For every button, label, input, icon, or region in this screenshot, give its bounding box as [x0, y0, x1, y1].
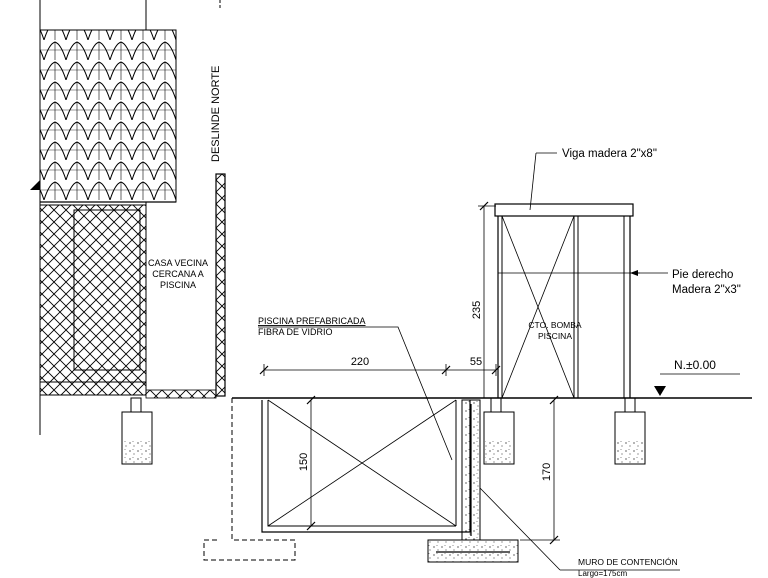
dimension-150: 150	[298, 395, 316, 531]
neighbour-house: CASA VECINA CERCANA A PISCINA	[30, 0, 217, 435]
boundary-wall: DESLINDE NORTE	[203, 0, 296, 561]
level-label: N.±0.00	[674, 358, 716, 372]
muro-label-2: Largo=175cm	[578, 569, 627, 578]
cto-bomba-label-2: PISCINA	[538, 331, 572, 341]
footing-left	[121, 397, 153, 465]
muro-label-1: MURO DE CONTENCIÓN	[578, 557, 678, 567]
casa-vecina-label-2: CERCANA A	[152, 269, 204, 279]
pie-derecho-label-2: Madera 2"x3"	[672, 284, 741, 296]
pump-room: CTO. BOMBA PISCINA	[494, 203, 640, 399]
piscina-label-1: PISCINA PREFABRICADA	[258, 316, 366, 326]
cto-bomba-label-1: CTO. BOMBA	[528, 320, 582, 330]
dimension-55: 55	[446, 356, 501, 376]
casa-vecina-label-3: PISCINA	[160, 280, 196, 290]
dim-235-label: 235	[471, 301, 483, 319]
footing-right	[614, 397, 646, 465]
pie-derecho-label-1: Pie derecho	[672, 269, 733, 281]
viga-label: Viga madera 2"x8"	[562, 148, 657, 160]
dimension-235: 235	[471, 201, 496, 398]
dimension-220: 220	[259, 356, 451, 376]
piscina-label-2: FIBRA DE VIDRIO	[258, 327, 333, 337]
level-marker: N.±0.00	[654, 358, 740, 396]
dim-170-label: 170	[541, 463, 553, 481]
prefab-pool	[261, 399, 519, 563]
dim-55-label: 55	[470, 356, 482, 368]
dim-220-label: 220	[351, 356, 369, 368]
viga-label-group: Viga madera 2"x8"	[529, 148, 657, 211]
dimension-170: 170	[520, 395, 560, 545]
pie-derecho-label-group: Pie derecho Madera 2"x3"	[630, 269, 741, 296]
dim-150-label: 150	[298, 453, 310, 471]
footing-center	[483, 397, 515, 465]
muro-label-group: MURO DE CONTENCIÓN Largo=175cm	[479, 487, 680, 578]
house-wall	[39, 204, 147, 396]
roof-tiles	[39, 29, 177, 203]
casa-vecina-label-1: CASA VECINA	[148, 258, 208, 268]
deslinde-norte-label: DESLINDE NORTE	[210, 66, 222, 162]
piscina-label-group: PISCINA PREFABRICADA FIBRA DE VIDRIO	[258, 316, 453, 461]
